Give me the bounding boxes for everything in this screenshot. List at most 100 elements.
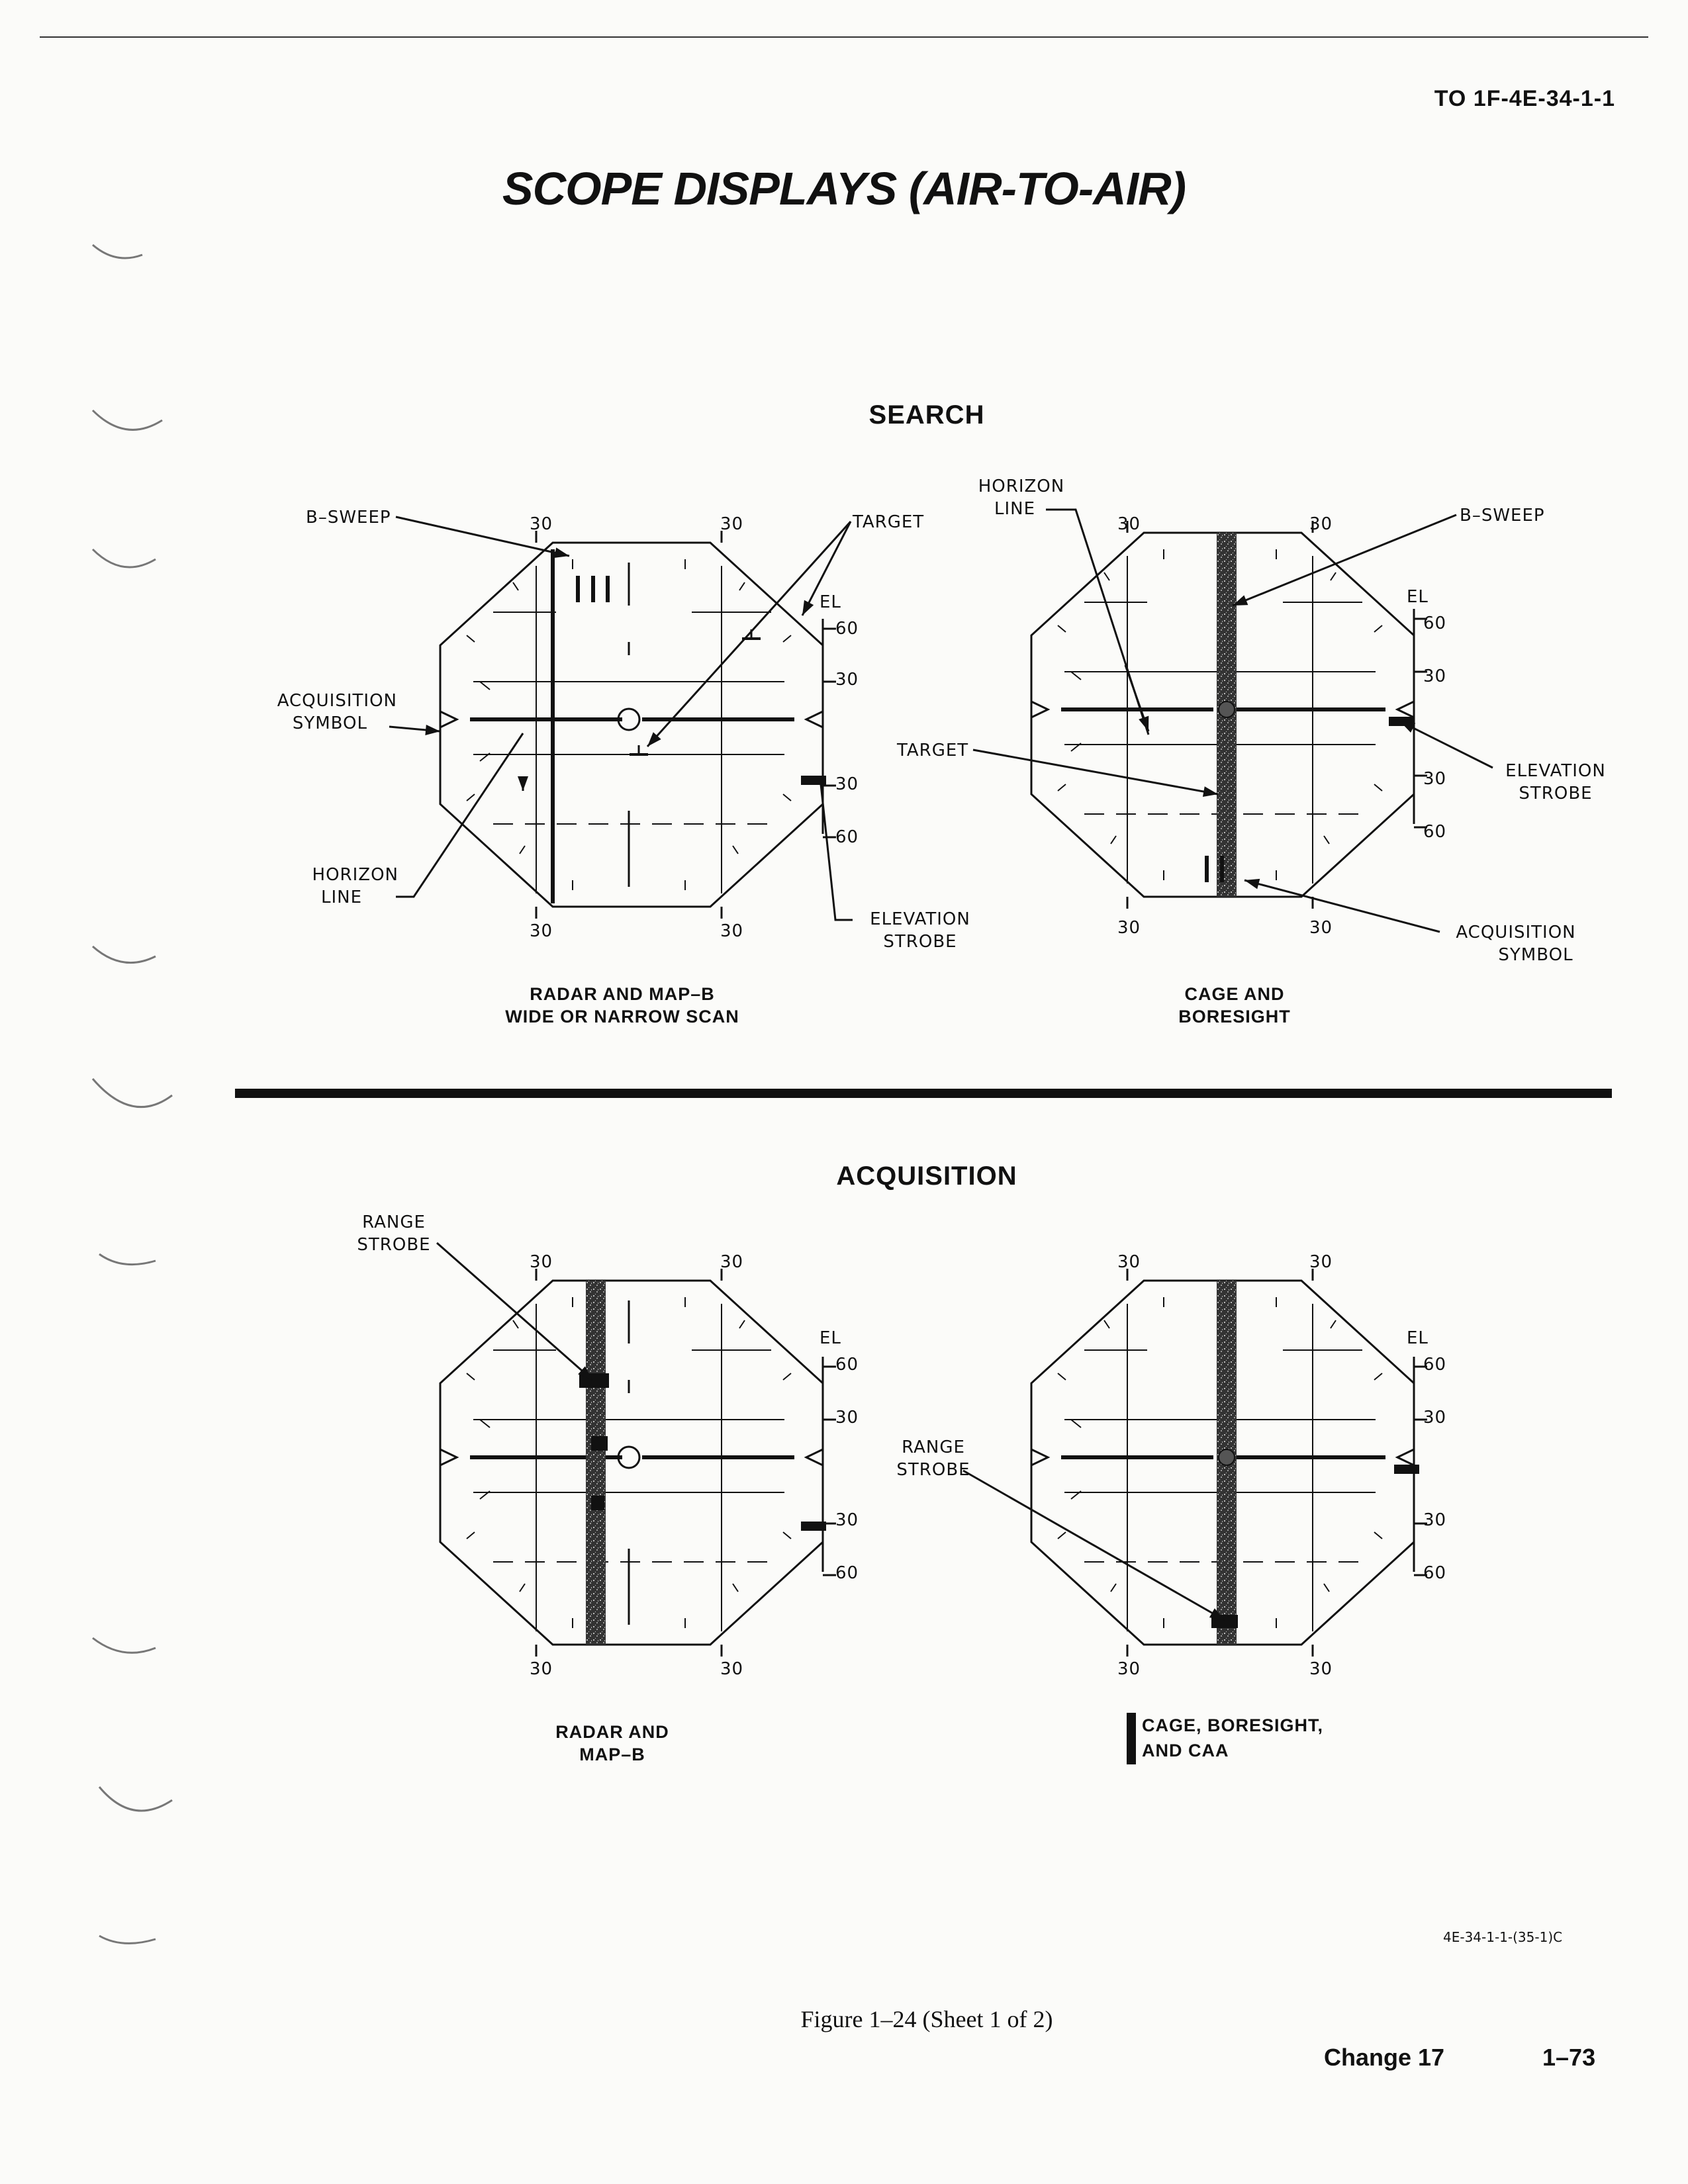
az-tick-label: 30: [720, 514, 744, 534]
el-tick-label: 30: [1423, 1408, 1447, 1428]
bank-tick: [1057, 784, 1066, 792]
bank-tick: [1070, 743, 1082, 752]
bank-tick: [782, 635, 792, 643]
el-tick-label: 60: [1423, 1355, 1447, 1375]
callout-b-sweep: B–SWEEP: [1460, 506, 1545, 525]
bank-tick: [1057, 625, 1066, 633]
az-tick-label: 30: [1117, 918, 1141, 938]
radar-scope-search-right: [1030, 521, 1427, 909]
radar-scope-search-left: [439, 531, 836, 919]
callout-target: TARGET: [853, 512, 925, 532]
b-sweep: [586, 1281, 606, 1645]
bank-tick: [1103, 572, 1110, 581]
leader-range-strobe: [962, 1469, 1225, 1621]
el-tick-label: 60: [835, 619, 859, 639]
az-tick-label: 30: [1117, 1659, 1141, 1679]
az-tick-label: 30: [720, 921, 744, 941]
leader-elevation-strobe: [820, 784, 853, 921]
az-tick-label: 30: [720, 1252, 744, 1272]
bank-tick: [1070, 1419, 1082, 1428]
scope-frame: [439, 541, 824, 908]
el-tick-label: 30: [835, 1408, 859, 1428]
azimuth-chevron: [804, 710, 823, 729]
page-number: 1–73: [1542, 2044, 1596, 2071]
bank-tick: [466, 794, 475, 801]
az-tick-label: 30: [530, 514, 553, 534]
el-tick-label: 60: [835, 1563, 859, 1583]
leader-horizon-line-head: [518, 776, 528, 791]
bank-tick: [479, 1419, 491, 1428]
top-rule: [40, 36, 1648, 38]
el-tick-label: 30: [835, 670, 859, 690]
bank-tick: [1330, 572, 1336, 581]
el-header: EL: [820, 1328, 841, 1348]
acquisition-symbol: [606, 576, 610, 602]
az-tick-label: 30: [1309, 1659, 1333, 1679]
bank-tick: [1103, 1320, 1110, 1329]
bank-tick: [1057, 1373, 1066, 1381]
az-tick-label: 30: [720, 1659, 744, 1679]
bank-tick: [1374, 1373, 1383, 1381]
bank-tick: [512, 582, 519, 591]
azimuth-chevron: [1031, 700, 1051, 719]
range-strobe: [591, 1436, 608, 1451]
acquisition-symbol: [1220, 856, 1224, 882]
art-identifier: 4E-34-1-1-(35-1)C: [1443, 1929, 1563, 1945]
range-strobe: [591, 1496, 604, 1510]
el-tick-label: 30: [835, 1510, 859, 1530]
bank-tick: [479, 681, 491, 690]
bank-tick: [519, 1583, 526, 1592]
leader-range-strobe: [436, 1242, 593, 1381]
leader-horizon-line: [396, 733, 524, 898]
leader-b-sweep: [395, 516, 570, 558]
elevation-strobe: [801, 1522, 826, 1531]
aircraft-reference-circle: [617, 1445, 641, 1469]
az-tick-label: 30: [530, 1252, 553, 1272]
bank-tick: [782, 1531, 792, 1539]
change-number: Change 17: [1324, 2044, 1445, 2071]
az-tick-label: 30: [530, 1659, 553, 1679]
bank-tick: [739, 1320, 745, 1329]
acquisition-symbol: [576, 576, 580, 602]
bank-tick: [732, 1583, 739, 1592]
bank-tick: [1374, 1531, 1383, 1539]
el-tick-label: 60: [1423, 822, 1447, 842]
el-tick-label: 30: [1423, 1510, 1447, 1530]
aircraft-reference-circle: [1218, 701, 1235, 718]
az-tick-label: 30: [1309, 918, 1333, 938]
el-tick-label: 60: [835, 827, 859, 847]
bank-tick: [1374, 625, 1383, 633]
section-heading-acquisition: ACQUISITION: [836, 1161, 1017, 1191]
bank-tick: [1057, 1531, 1066, 1539]
bank-tick: [512, 1320, 519, 1329]
el-header: EL: [1407, 587, 1429, 607]
bank-tick: [519, 845, 526, 854]
azimuth-chevron: [1395, 1448, 1415, 1467]
elevation-strobe: [1394, 1465, 1419, 1474]
aircraft-reference-circle: [617, 707, 641, 731]
page-title: SCOPE DISPLAYS (AIR-TO-AIR): [502, 163, 1186, 214]
callout-target: TARGET: [897, 741, 969, 760]
caption-acq-right: CAGE, BORESIGHT,AND CAA: [1142, 1715, 1324, 1760]
el-tick-label: 60: [835, 1355, 859, 1375]
callout-b-sweep: B–SWEEP: [306, 508, 391, 527]
figure-caption: Figure 1–24 (Sheet 1 of 2): [800, 2006, 1053, 2032]
scope-frame: [1030, 531, 1415, 898]
leader-acquisition-symbol: [389, 725, 441, 735]
el-tick-label: 60: [1423, 614, 1447, 633]
leader-acquisition-symbol: [1244, 878, 1440, 933]
az-tick-label: 30: [1117, 1252, 1141, 1272]
acquisition-symbol: [1205, 856, 1209, 882]
bank-tick: [466, 1373, 475, 1381]
caa-marker-bar: [1127, 1713, 1136, 1764]
bank-tick: [466, 1531, 475, 1539]
